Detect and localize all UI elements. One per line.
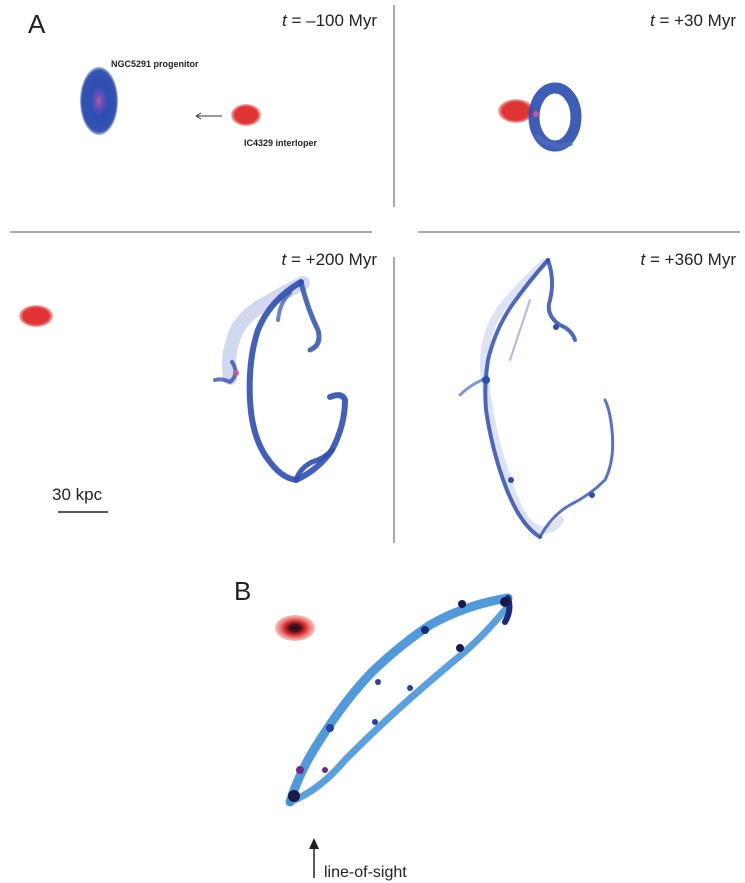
progenitor-label: NGC5291 progenitor (111, 59, 199, 69)
frame-3-scene: 30 kpc (19, 276, 348, 513)
interloper-label: IC4329 interloper (244, 138, 318, 148)
clump (508, 477, 514, 483)
clump (589, 492, 595, 498)
panel-b-letter: B (234, 576, 251, 606)
clump (553, 324, 559, 330)
tidal-ring-frame-3 (213, 276, 348, 483)
clump (288, 790, 300, 802)
clump (458, 600, 466, 608)
scale-bar-label: 30 kpc (52, 485, 103, 504)
clump (456, 644, 464, 652)
interloper-galaxy (275, 615, 315, 641)
time-label-frame-1: t = –100 Myr (282, 11, 377, 30)
time-label-frame-2: t = +30 Myr (650, 11, 736, 30)
disk-core (533, 111, 539, 117)
frame-1-scene: NGC5291 progenitor IC4329 interloper (80, 59, 318, 148)
frame-4-scene (458, 258, 615, 539)
clump (500, 597, 510, 607)
clump (322, 767, 328, 773)
clump (326, 724, 334, 732)
arrowhead-left-icon (195, 112, 202, 120)
clump (296, 766, 304, 774)
frame-2-scene (498, 82, 582, 152)
clump (372, 719, 378, 725)
clump (421, 626, 429, 634)
time-label-frame-4: t = +360 Myr (641, 250, 737, 269)
arrowhead-up-icon (309, 838, 319, 849)
tidal-ring-frame-4 (458, 258, 615, 539)
disk-ring-tail (534, 133, 574, 149)
disk-core (233, 370, 239, 376)
panel-a-letter: A (28, 9, 46, 39)
progenitor-disk (80, 67, 118, 135)
interloper-galaxy (231, 104, 261, 126)
clump (407, 685, 413, 691)
interloper-galaxy (19, 305, 53, 327)
disk-ring-inner (548, 102, 570, 126)
time-label-frame-3: t = +200 Myr (282, 250, 378, 269)
line-of-sight-label: line-of-sight (324, 864, 407, 881)
panel-b-scene: line-of-sight (275, 593, 513, 881)
interloper-galaxy (498, 99, 534, 123)
clump (482, 376, 490, 384)
clump (375, 679, 381, 685)
